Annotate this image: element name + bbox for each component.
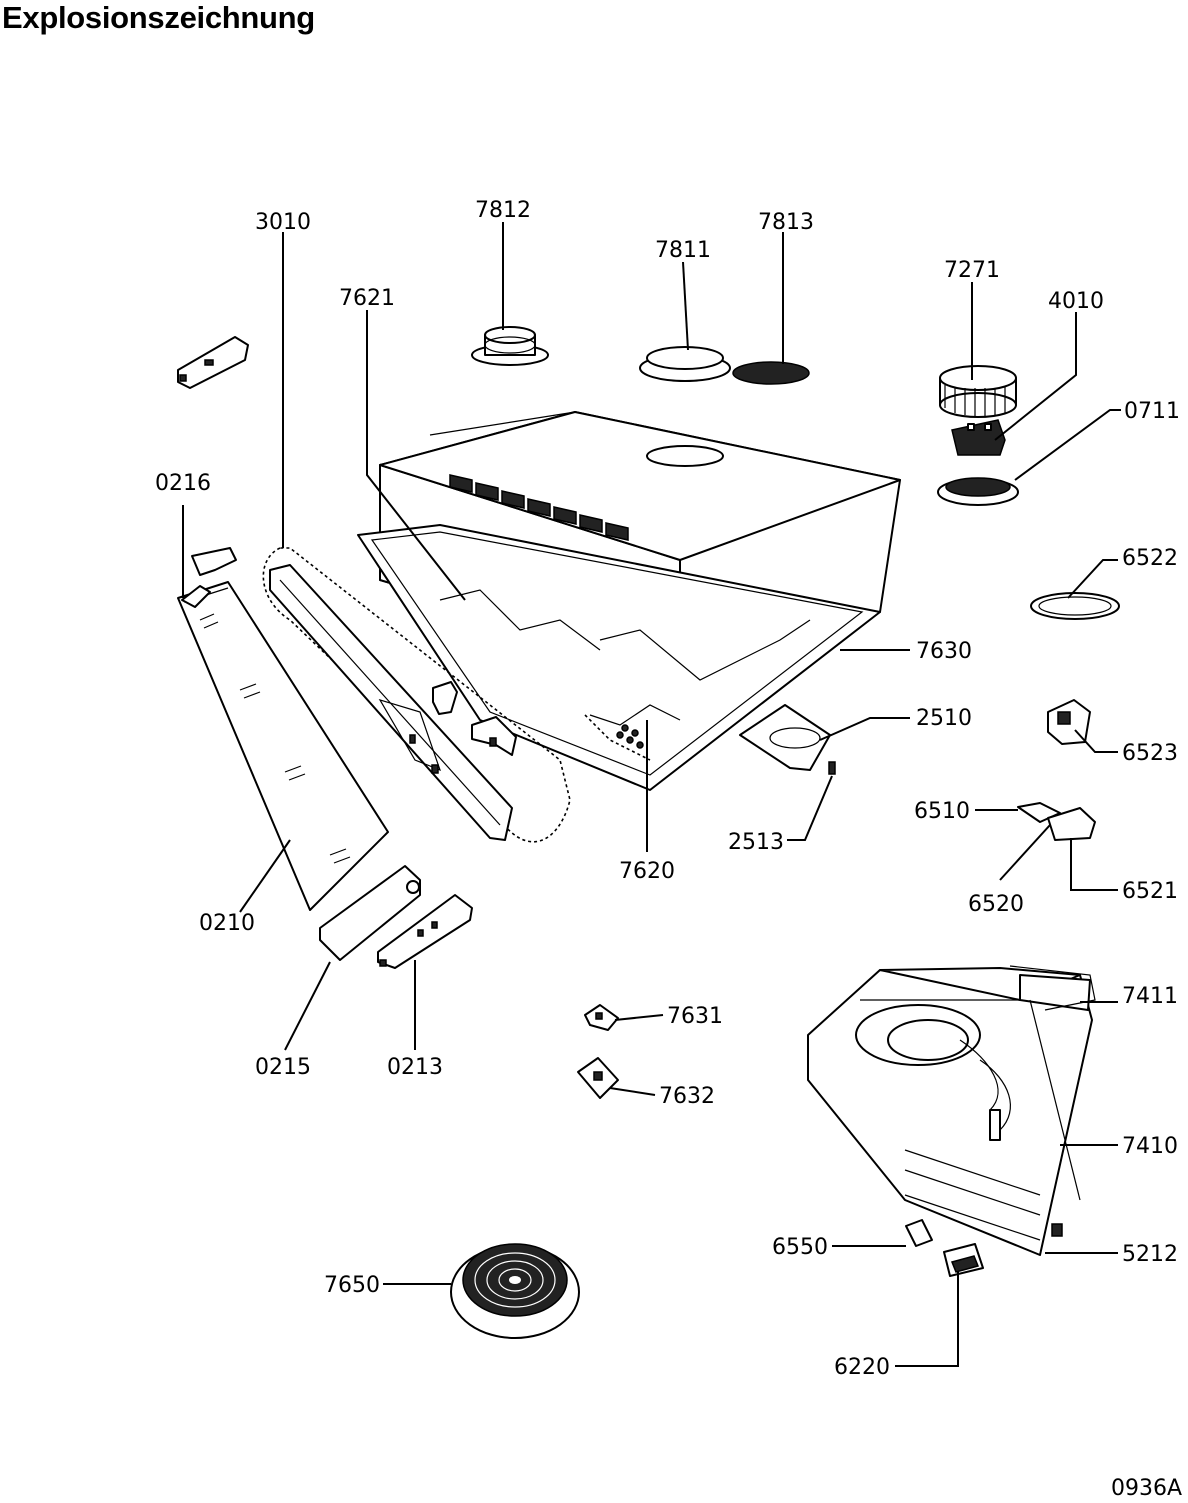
fixing-bracket: [577, 1057, 619, 1099]
label-0210: 0210: [199, 911, 255, 936]
label-3010: 3010: [255, 210, 311, 235]
cover-strip: [739, 704, 831, 771]
round-grease-filter: [450, 1243, 580, 1339]
label-7271: 7271: [944, 258, 1000, 283]
label-7411: 7411: [1122, 984, 1178, 1009]
filter-basket: [937, 477, 1019, 506]
label-6510: 6510: [914, 799, 970, 824]
relay-nut: [1051, 1223, 1063, 1237]
label-0215: 0215: [255, 1055, 311, 1080]
glass-holder: [319, 865, 421, 961]
label-7410: 7410: [1122, 1134, 1178, 1159]
switch-knob-b: [471, 716, 517, 756]
switch-module: [905, 1219, 933, 1247]
fan-cover: [1009, 965, 1096, 1011]
front-panel: [262, 547, 571, 843]
label-6550: 6550: [772, 1235, 828, 1260]
label-7631: 7631: [667, 1004, 723, 1029]
label-6523: 6523: [1122, 741, 1178, 766]
control-switch: [377, 894, 473, 969]
label-7620: 7620: [619, 859, 675, 884]
exhaust-connector: [471, 326, 549, 366]
label-6521: 6521: [1122, 879, 1178, 904]
screw: [828, 761, 836, 775]
label-6522: 6522: [1122, 546, 1178, 571]
fan-filter-cylinder: [939, 365, 1017, 418]
label-7812: 7812: [475, 198, 531, 223]
label-0216: 0216: [155, 471, 211, 496]
label-4010: 4010: [1048, 289, 1104, 314]
part-labels: 3010 7812 7811 7813 7271 4010 0711 7621 …: [155, 198, 1180, 1380]
filter-mat: [584, 714, 651, 761]
switch-rocker: [943, 1243, 984, 1277]
label-7621: 7621: [339, 286, 395, 311]
document-code: 0936A: [1110, 1476, 1182, 1501]
switch-knob-a: [432, 681, 458, 715]
spare-clip: [177, 336, 249, 389]
lamp-holder: [1017, 802, 1096, 841]
label-0213: 0213: [387, 1055, 443, 1080]
fan-housing: [807, 967, 1093, 1256]
label-7650: 7650: [324, 1273, 380, 1298]
hood-vent-slots: [449, 474, 629, 541]
label-7632: 7632: [659, 1084, 715, 1109]
label-7813: 7813: [758, 210, 814, 235]
connector-ring: [639, 346, 731, 382]
page-title: Explosionszeichnung: [2, 0, 315, 35]
filter-frame: [357, 524, 881, 791]
label-6520: 6520: [968, 892, 1024, 917]
fixing-clip: [584, 1004, 619, 1031]
glass-panel: [177, 581, 389, 911]
label-2513: 2513: [728, 830, 784, 855]
lamp-socket: [1047, 699, 1091, 745]
label-5212: 5212: [1122, 1242, 1178, 1267]
label-2510: 2510: [916, 706, 972, 731]
label-0711: 0711: [1124, 399, 1180, 424]
leader-lines: [182, 222, 1121, 1367]
glass-bracket: [181, 547, 237, 608]
label-7811: 7811: [655, 238, 711, 263]
lamp-cover: [1030, 592, 1120, 620]
label-6220: 6220: [834, 1355, 890, 1380]
grid-disc: [732, 361, 810, 385]
label-7630: 7630: [916, 639, 972, 664]
carbon-filter-block: [951, 419, 1006, 456]
